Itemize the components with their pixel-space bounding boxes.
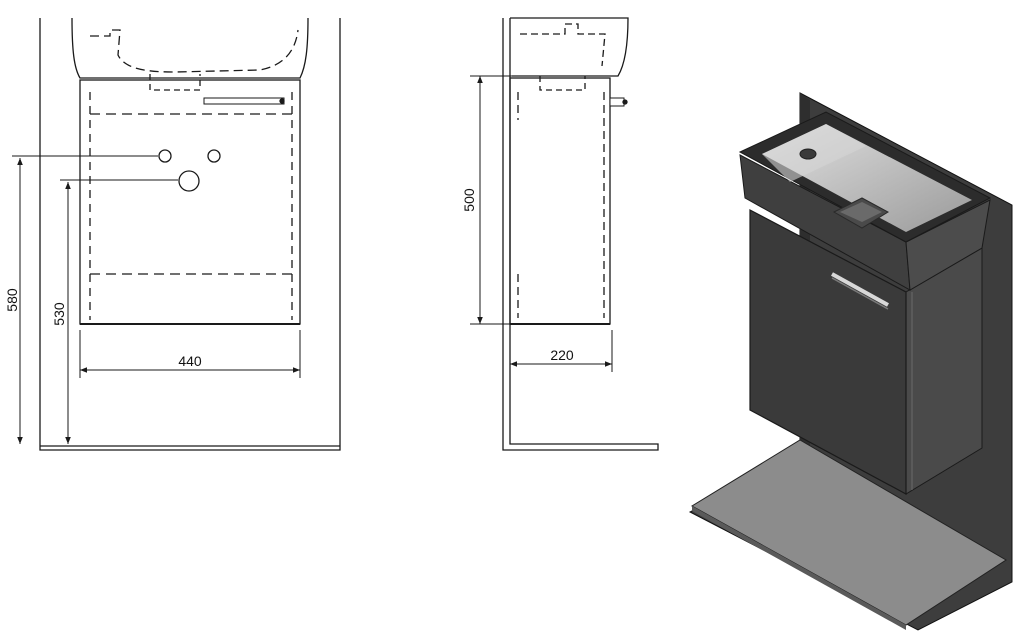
render-tap-hole-icon (799, 148, 817, 160)
front-basin (71, 17, 309, 79)
drain-hole-small (158, 149, 172, 163)
side-basin (510, 17, 629, 77)
render-handle-icon (831, 272, 889, 307)
dim-label-total-height: 580 (4, 288, 20, 312)
dim-label-width: 440 (178, 353, 202, 369)
drain-hole-large (178, 170, 200, 192)
side-view (470, 17, 659, 451)
front-view (12, 17, 341, 451)
dim-label-side-height: 500 (461, 188, 477, 212)
side-wall-outline (502, 18, 659, 451)
front-wall-outline (39, 18, 341, 451)
side-handle (609, 97, 625, 107)
front-cabinet (79, 79, 301, 325)
drain-hole-small (207, 149, 221, 163)
side-cabinet (509, 77, 611, 325)
dim-label-drain-height: 530 (51, 302, 67, 326)
render-cabinet-door (749, 209, 907, 496)
dim-label-depth: 220 (550, 347, 574, 363)
render-3d (688, 92, 1013, 631)
front-handle (203, 97, 285, 105)
